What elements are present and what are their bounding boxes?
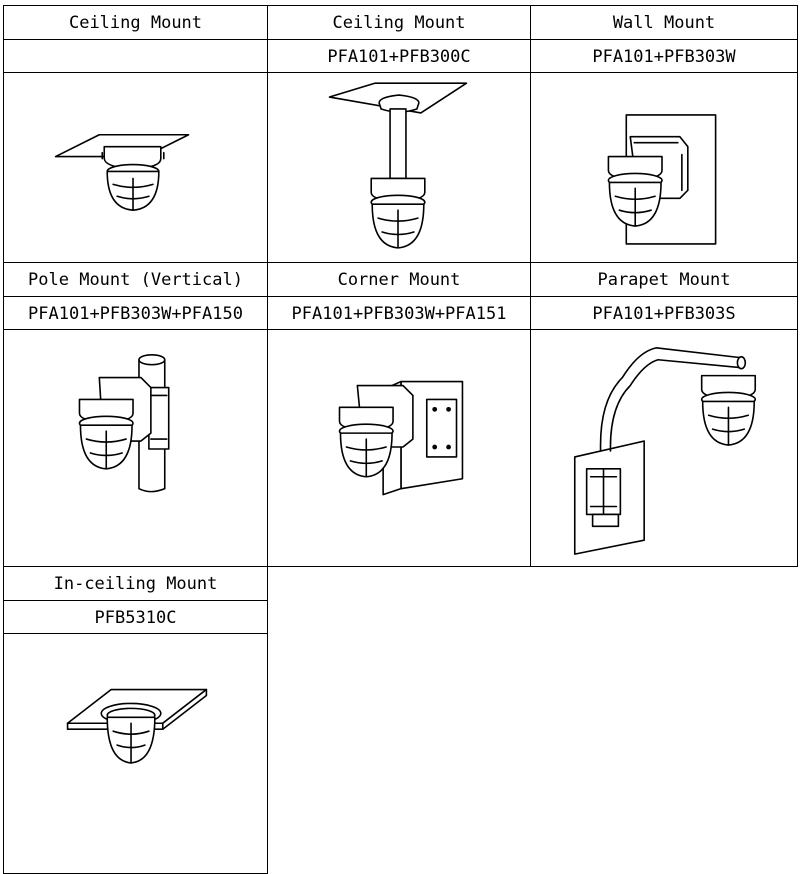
pole-mount-illustration	[4, 329, 267, 566]
mount-model	[4, 39, 267, 73]
mount-title: Wall Mount	[612, 12, 716, 33]
mount-title: In-ceiling Mount	[53, 573, 218, 594]
mount-title: Corner Mount	[337, 269, 461, 290]
mount-title: Ceiling Mount	[332, 12, 466, 33]
mount-cell-wall: Wall Mount PFA101+PFB303W	[530, 5, 798, 263]
mount-cell-pole: Pole Mount (Vertical) PFA101+PFB303W+PFA…	[3, 262, 268, 567]
mount-model: PFA101+PFB303W+PFA151	[268, 296, 530, 330]
corner-mount-illustration	[268, 329, 530, 566]
mount-title: Parapet Mount	[597, 269, 731, 290]
ceiling-mount-illustration	[4, 72, 267, 262]
parapet-mount-illustration	[531, 329, 797, 566]
mount-title: Pole Mount (Vertical)	[28, 269, 243, 290]
wall-mount-illustration	[531, 72, 797, 262]
mount-title: Ceiling Mount	[68, 12, 203, 33]
mount-model: PFB5310C	[4, 600, 267, 634]
mount-model: PFA101+PFB303S	[531, 296, 797, 330]
mount-model: PFA101+PFB303W+PFA150	[4, 296, 267, 330]
mount-model: PFA101+PFB300C	[268, 39, 530, 73]
pendant-ceiling-mount-illustration	[268, 72, 530, 262]
in-ceiling-mount-illustration	[4, 633, 267, 873]
mount-cell-parapet: Parapet Mount PFA101+PFB303S	[530, 262, 798, 567]
mount-cell-corner: Corner Mount PFA101+PFB303W+PFA151	[267, 262, 531, 567]
mount-cell-pendant-ceiling: Ceiling Mount PFA101+PFB300C	[267, 5, 531, 263]
mount-cell-in-ceiling: In-ceiling Mount PFB5310C	[3, 566, 268, 874]
mount-cell-ceiling: Ceiling Mount	[3, 5, 268, 263]
mount-model: PFA101+PFB303W	[531, 39, 797, 73]
